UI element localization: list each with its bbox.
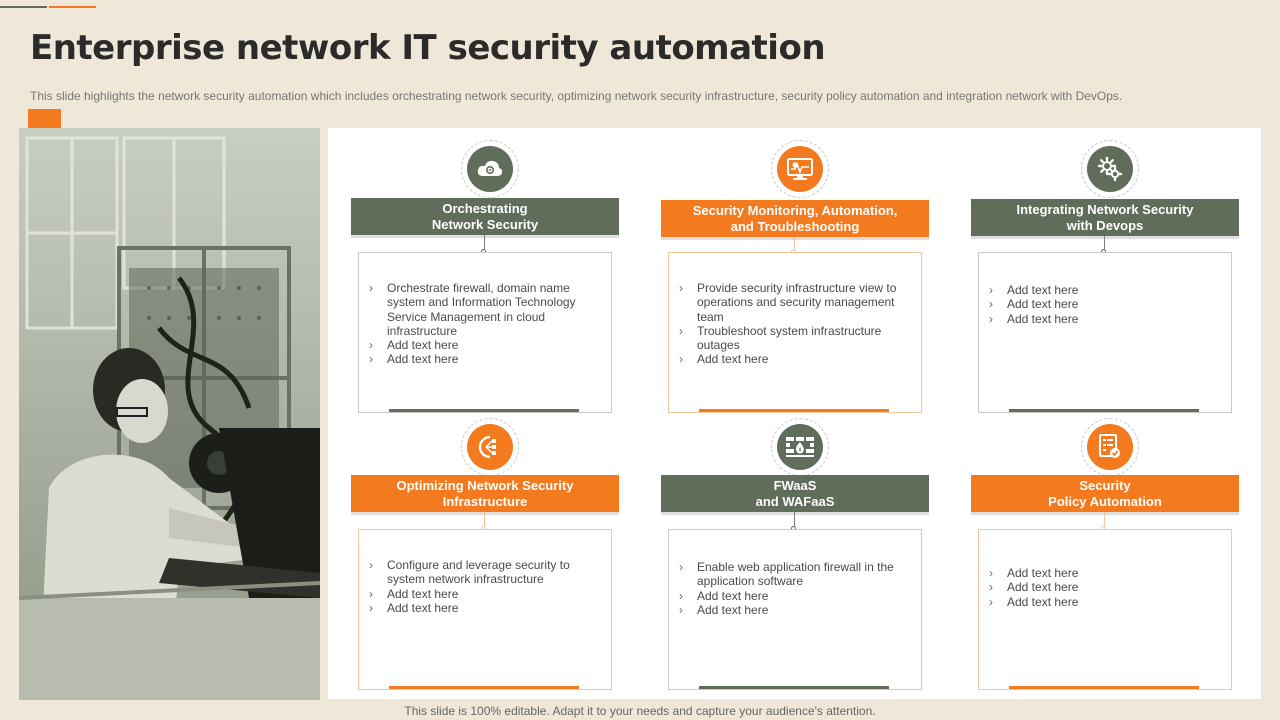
card-underline: [1009, 409, 1199, 412]
bullet-item: Add text here: [989, 283, 1217, 298]
card-heading: Orchestrating Network Security: [351, 198, 619, 235]
bullet-item: Enable web application firewall in the a…: [679, 560, 907, 589]
bullet-item: Add text here: [679, 603, 907, 618]
card-underline: [1009, 686, 1199, 689]
bullet-item: Add text here: [369, 338, 597, 353]
icon-ring: [771, 418, 829, 476]
card-body: Configure and leverage security to syste…: [358, 529, 612, 690]
bullet-item: Provide security infrastructure view to …: [679, 281, 907, 324]
woman-working-on-laptop-photo: [19, 128, 320, 700]
top-accent-green: [0, 6, 47, 8]
icon-ring: [771, 140, 829, 198]
page-subtitle: This slide highlights the network securi…: [30, 89, 1123, 103]
bullet-item: Add text here: [989, 580, 1217, 595]
bullet-item: Add text here: [369, 352, 597, 367]
network-branch-icon: [467, 424, 513, 470]
bullet-item: Configure and leverage security to syste…: [369, 558, 597, 587]
monitor-alert-icon: [777, 146, 823, 192]
bullet-item: Add text here: [679, 589, 907, 604]
card-heading: Optimizing Network Security Infrastructu…: [351, 475, 619, 512]
card-heading: Integrating Network Security with Devops: [971, 199, 1239, 236]
card-heading: Security Monitoring, Automation, and Tro…: [661, 200, 929, 237]
connector-line: [484, 512, 485, 528]
card-underline: [389, 409, 579, 412]
card-heading-text: FWaaS and WAFaaS: [755, 478, 835, 509]
cloud-gear-icon: [467, 146, 513, 192]
policy-document-icon: [1087, 424, 1133, 470]
bullet-list: Add text hereAdd text hereAdd text here: [979, 253, 1231, 326]
card-heading: FWaaS and WAFaaS: [661, 475, 929, 512]
bullet-item: Add text here: [989, 297, 1217, 312]
card-underline: [389, 686, 579, 689]
connector-line: [484, 235, 485, 251]
card-heading-text: Orchestrating Network Security: [431, 201, 539, 232]
bullet-list: Provide security infrastructure view to …: [669, 253, 921, 367]
icon-ring: [461, 418, 519, 476]
card-body: Orchestrate firewall, domain name system…: [358, 252, 612, 413]
card-heading-text: Optimizing Network Security Infrastructu…: [396, 478, 574, 509]
bullet-item: Troubleshoot system infrastructure outag…: [679, 324, 907, 353]
card-heading-text: Security Monitoring, Automation, and Tro…: [692, 203, 898, 234]
bullet-list: Enable web application firewall in the a…: [669, 530, 921, 617]
bullet-list: Orchestrate firewall, domain name system…: [359, 253, 611, 367]
icon-ring: [1081, 140, 1139, 198]
footer-note: This slide is 100% editable. Adapt it to…: [404, 704, 876, 718]
icon-ring: [1081, 418, 1139, 476]
connector-line: [1104, 512, 1105, 528]
bullet-item: Orchestrate firewall, domain name system…: [369, 281, 597, 338]
firewall-icon: [777, 424, 823, 470]
card-heading: Security Policy Automation: [971, 475, 1239, 512]
bullet-item: Add text here: [679, 352, 907, 367]
bullet-item: Add text here: [369, 587, 597, 602]
card-body: Add text hereAdd text hereAdd text here: [978, 252, 1232, 413]
card-body: Enable web application firewall in the a…: [668, 529, 922, 690]
connector-line: [794, 512, 795, 528]
card-underline: [699, 409, 889, 412]
card-body: Provide security infrastructure view to …: [668, 252, 922, 413]
bullet-list: Add text hereAdd text hereAdd text here: [979, 530, 1231, 609]
page-title: Enterprise network IT security automatio…: [30, 28, 826, 68]
bullet-item: Add text here: [989, 566, 1217, 581]
orange-accent-tab: [28, 109, 61, 128]
card-heading-text: Integrating Network Security with Devops: [1016, 202, 1194, 233]
card-heading-text: Security Policy Automation: [1048, 478, 1162, 509]
connector-line: [1104, 236, 1105, 252]
icon-ring: [461, 140, 519, 198]
top-accent-orange: [49, 6, 96, 8]
gears-icon: [1087, 146, 1133, 192]
card-underline: [699, 686, 889, 689]
bullet-item: Add text here: [989, 595, 1217, 610]
bullet-item: Add text here: [369, 601, 597, 616]
bullet-list: Configure and leverage security to syste…: [359, 530, 611, 615]
connector-line: [794, 237, 795, 253]
bullet-item: Add text here: [989, 312, 1217, 327]
card-body: Add text hereAdd text hereAdd text here: [978, 529, 1232, 690]
